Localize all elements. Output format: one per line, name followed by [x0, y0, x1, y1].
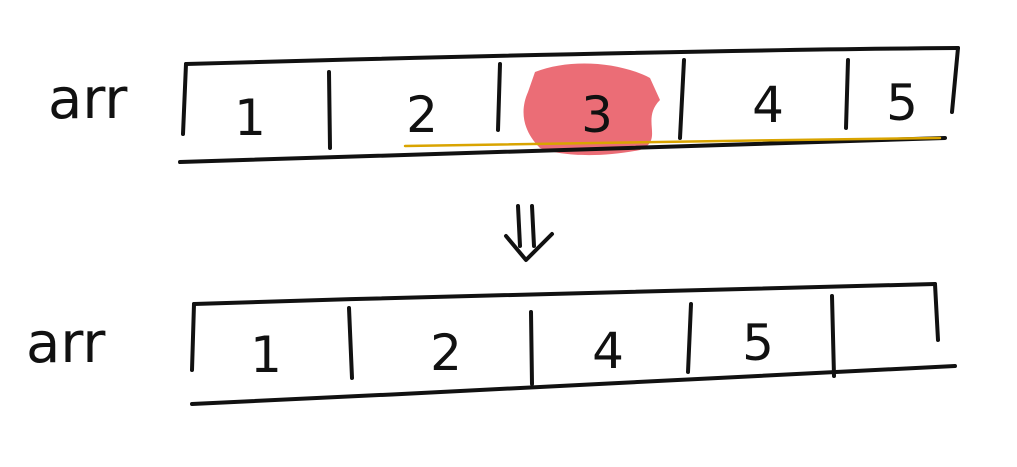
shift-underline — [403, 136, 942, 148]
array-bottom-right-edge — [933, 282, 940, 342]
array-top-bottom-edge — [178, 136, 947, 164]
array-bottom-divider-2 — [529, 310, 534, 386]
array-top-divider-2 — [496, 62, 502, 132]
array-top-cell-4: 4 — [752, 76, 784, 134]
array-bottom-divider-4 — [830, 294, 836, 378]
array-top-cell-5: 5 — [886, 74, 918, 132]
array-top-cell-3: 3 — [581, 86, 613, 144]
array-bottom-label: arr — [26, 311, 106, 376]
deleted-cell-highlight — [523, 63, 660, 156]
array-top-divider-4 — [844, 58, 850, 130]
array-top-divider-3 — [678, 58, 686, 140]
array-bottom-top-edge — [192, 282, 937, 306]
array-bottom-divider-1 — [347, 306, 354, 380]
array-top-left-edge — [181, 62, 188, 136]
array-top-cell-2: 2 — [406, 86, 438, 144]
array-bottom-bottom-edge — [190, 364, 957, 406]
array-bottom-cell-1: 1 — [250, 326, 282, 384]
array-top-top-edge — [184, 46, 960, 66]
array-top-cell-1: 1 — [234, 89, 266, 147]
array-bottom: arr 1 2 4 5 — [26, 282, 957, 406]
array-top-right-edge — [950, 46, 960, 114]
array-bottom-cell-2: 2 — [430, 324, 462, 382]
array-top-divider-1 — [327, 70, 332, 150]
array-top-label: arr — [48, 67, 128, 132]
array-bottom-cell-4: 5 — [742, 314, 774, 372]
double-down-arrow-icon — [504, 204, 554, 262]
array-bottom-left-edge — [190, 302, 196, 372]
array-top: arr 1 2 3 4 5 — [48, 46, 960, 164]
array-bottom-cell-3: 4 — [592, 322, 624, 380]
array-bottom-divider-3 — [686, 302, 693, 374]
